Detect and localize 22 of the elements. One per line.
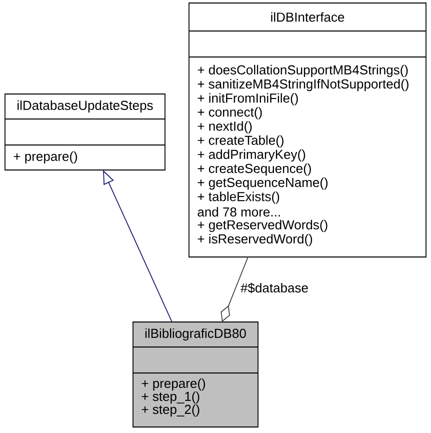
method-name: + getSequenceName(): [198, 178, 328, 190]
method-name: + initFromIniFile(): [198, 93, 298, 106]
method-name: + connect(): [198, 107, 262, 120]
edge-label: #$database: [240, 282, 310, 294]
class-name: ilDBInterface: [271, 12, 344, 22]
method-name: + addPrimaryKey(): [198, 149, 306, 162]
method-name: + doesCollationSupportMB4Strings(): [198, 64, 408, 78]
method-name: + step_2(): [142, 404, 200, 417]
more-note: and 78 more...: [198, 207, 280, 217]
method-name: + prepare(): [14, 151, 78, 164]
method-name: + createTable(): [198, 135, 284, 148]
method-name: + nextId(): [198, 121, 252, 134]
method-name: + prepare(): [142, 378, 206, 391]
class-name: ilDatabaseUpdateSteps: [18, 100, 153, 113]
aggregation-line: [220, 256, 248, 322]
method-name: + tableExists(): [198, 192, 280, 204]
method-name: + isReservedWord(): [198, 234, 312, 246]
method-name: + getReservedWords(): [198, 220, 328, 232]
class-name: ilBibliograficDB80: [145, 328, 246, 341]
method-name: + sanitizeMB4StringIfNotSupported(): [198, 79, 408, 92]
method-name: + createSequence(): [198, 164, 311, 176]
method-name: + step_1(): [142, 391, 200, 404]
